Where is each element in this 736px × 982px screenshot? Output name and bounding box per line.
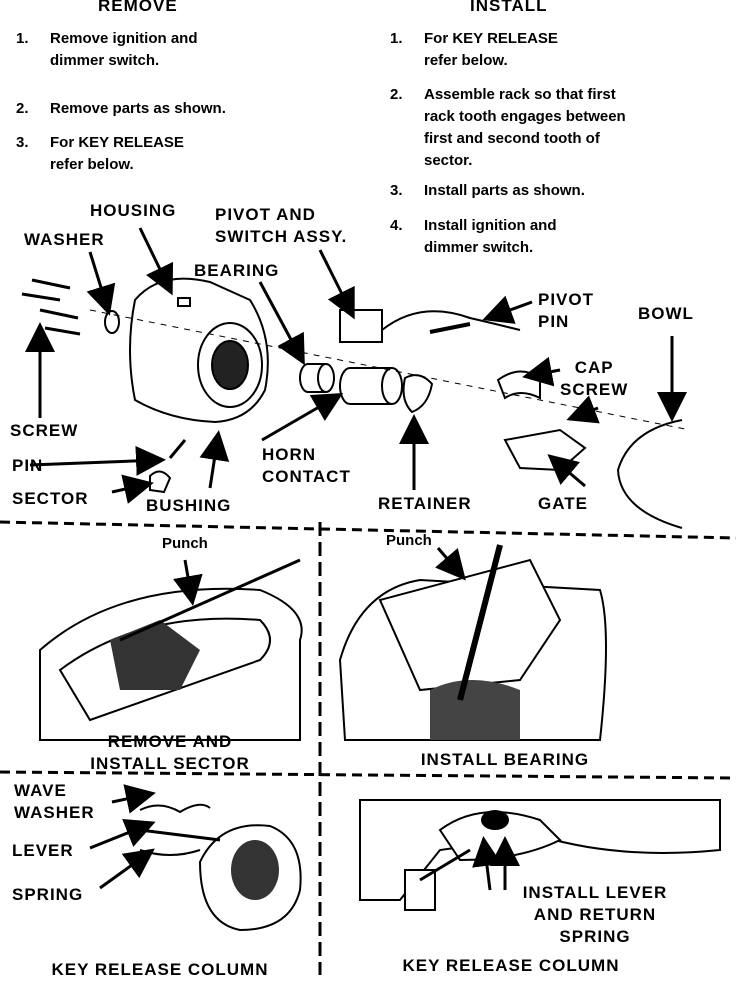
sector-panel-art — [39, 558, 303, 741]
label-install-lever-spring: INSTALL LEVER AND RETURN SPRING — [522, 883, 668, 946]
install-step-2: 2. Assemble rack so that first rack toot… — [390, 86, 626, 169]
housing-part — [129, 277, 269, 424]
label-cap-screw: CAP SCREW — [560, 358, 629, 399]
label-washer: WASHER — [24, 230, 105, 249]
label-screw: SCREW — [10, 421, 79, 440]
remove-step-3: 3. For KEY RELEASE refer below. — [16, 134, 184, 173]
pin-part — [168, 439, 187, 459]
remove-header: REMOVE — [98, 0, 178, 15]
install-header: INSTALL — [470, 0, 548, 15]
pivot-switch-part — [339, 309, 521, 343]
label-pin: PIN — [12, 456, 44, 475]
sector-part — [149, 470, 172, 494]
label-retainer: RETAINER — [378, 494, 472, 513]
bushing-part — [339, 367, 403, 405]
key-left-art — [89, 784, 302, 932]
bearing-panel-art — [338, 544, 607, 741]
screw-parts — [21, 278, 81, 336]
label-wave-washer: WAVE WASHER — [14, 781, 95, 822]
install-step-3: 3. Install parts as shown. — [390, 182, 585, 199]
label-lever: LEVER — [12, 841, 74, 860]
bearing-caption: INSTALL BEARING — [420, 750, 590, 769]
leader-lines — [25, 227, 687, 504]
bowl-part — [616, 419, 683, 529]
key-right-caption: KEY RELEASE COLUMN — [402, 956, 620, 975]
panel-divider-h1 — [0, 520, 736, 540]
panel-divider-h2 — [0, 770, 736, 780]
sector-caption: REMOVE AND INSTALL SECTOR — [90, 732, 250, 773]
gate-part — [503, 428, 587, 472]
remove-step-1: 1. Remove ignition and dimmer switch. — [16, 30, 198, 69]
label-bearing: BEARING — [194, 261, 280, 280]
label-pivot-pin: PIVOT PIN — [538, 290, 595, 331]
bearing-punch-label: Punch — [386, 532, 432, 549]
label-bushing: BUSHING — [146, 496, 232, 515]
install-step-4: 4. Install ignition and dimmer switch. — [390, 217, 557, 256]
bearing-part — [299, 363, 335, 393]
washer-part — [104, 310, 120, 334]
label-sector: SECTOR — [12, 489, 89, 508]
retainer-part — [402, 374, 434, 414]
label-housing: HOUSING — [90, 201, 177, 220]
label-horn-contact: HORN CONTACT — [262, 445, 351, 486]
sector-punch-label: Punch — [162, 535, 208, 552]
key-right-art — [359, 799, 721, 911]
remove-step-2: 2. Remove parts as shown. — [16, 100, 226, 117]
label-pivot-switch: PIVOT AND SWITCH ASSY. — [215, 205, 348, 246]
label-spring: SPRING — [12, 885, 84, 904]
key-left-caption: KEY RELEASE COLUMN — [51, 960, 269, 979]
label-bowl: BOWL — [638, 304, 694, 323]
label-gate: GATE — [538, 494, 588, 513]
install-step-1: 1. For KEY RELEASE refer below. — [390, 30, 558, 69]
